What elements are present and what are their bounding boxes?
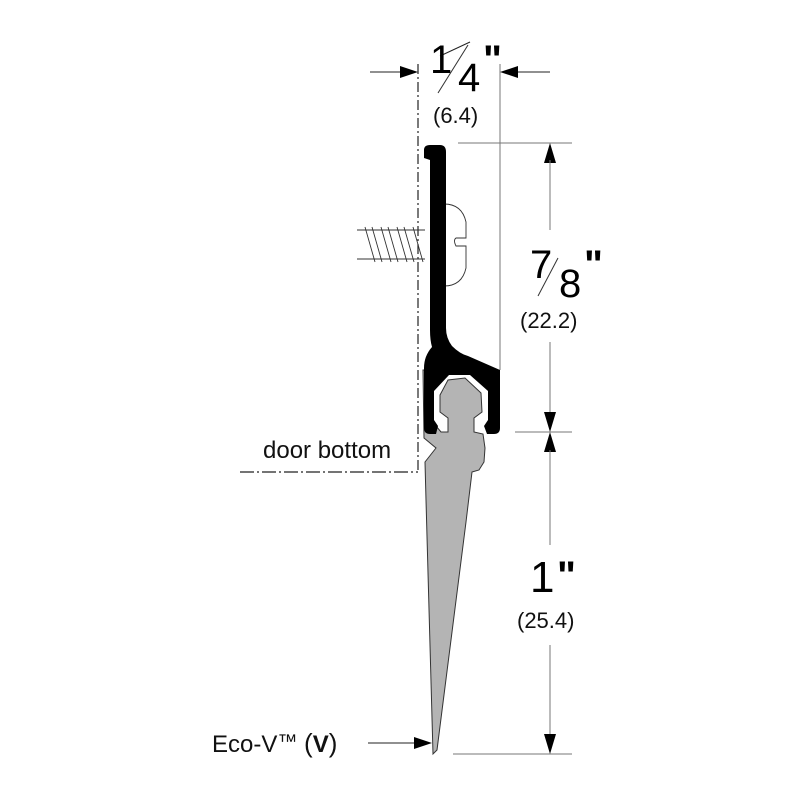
insert-height-value: 1	[530, 553, 555, 602]
retainer-height-dimension	[544, 143, 556, 432]
retainer-height-unit-mark: "	[584, 243, 603, 287]
retainer-height-numerator: 7	[530, 243, 553, 287]
retainer	[424, 145, 500, 434]
width-metric: (6.4)	[433, 103, 479, 128]
insert-height-unit-mark: "	[557, 554, 576, 598]
width-fraction-slash-diag	[437, 44, 469, 94]
width-dimension-arrows	[370, 66, 550, 78]
product-code-open: (	[304, 728, 313, 758]
screw	[357, 203, 467, 287]
width-numerator: 1	[430, 38, 453, 82]
retainer-height-denominator: 8	[559, 262, 582, 306]
product-name: Eco-V	[212, 731, 278, 758]
product-code: V	[312, 731, 329, 758]
product-code-close: )	[328, 728, 338, 758]
insert-height-dimension	[544, 432, 556, 754]
insert-height-metric: (25.4)	[517, 608, 575, 633]
width-fraction-slash	[439, 41, 471, 57]
tip-pointer-arrow	[368, 737, 432, 749]
width-unit-mark: "	[483, 38, 502, 82]
door-bottom-label: door bottom	[263, 437, 392, 464]
width-denominator: 4	[458, 56, 481, 100]
sweep-insert	[422, 369, 486, 756]
trademark-symbol: ™	[277, 731, 298, 753]
height-fraction-slash	[537, 257, 559, 297]
retainer-height-metric: (22.2)	[520, 308, 578, 333]
product-label: Eco-V™ (V)	[212, 728, 337, 759]
